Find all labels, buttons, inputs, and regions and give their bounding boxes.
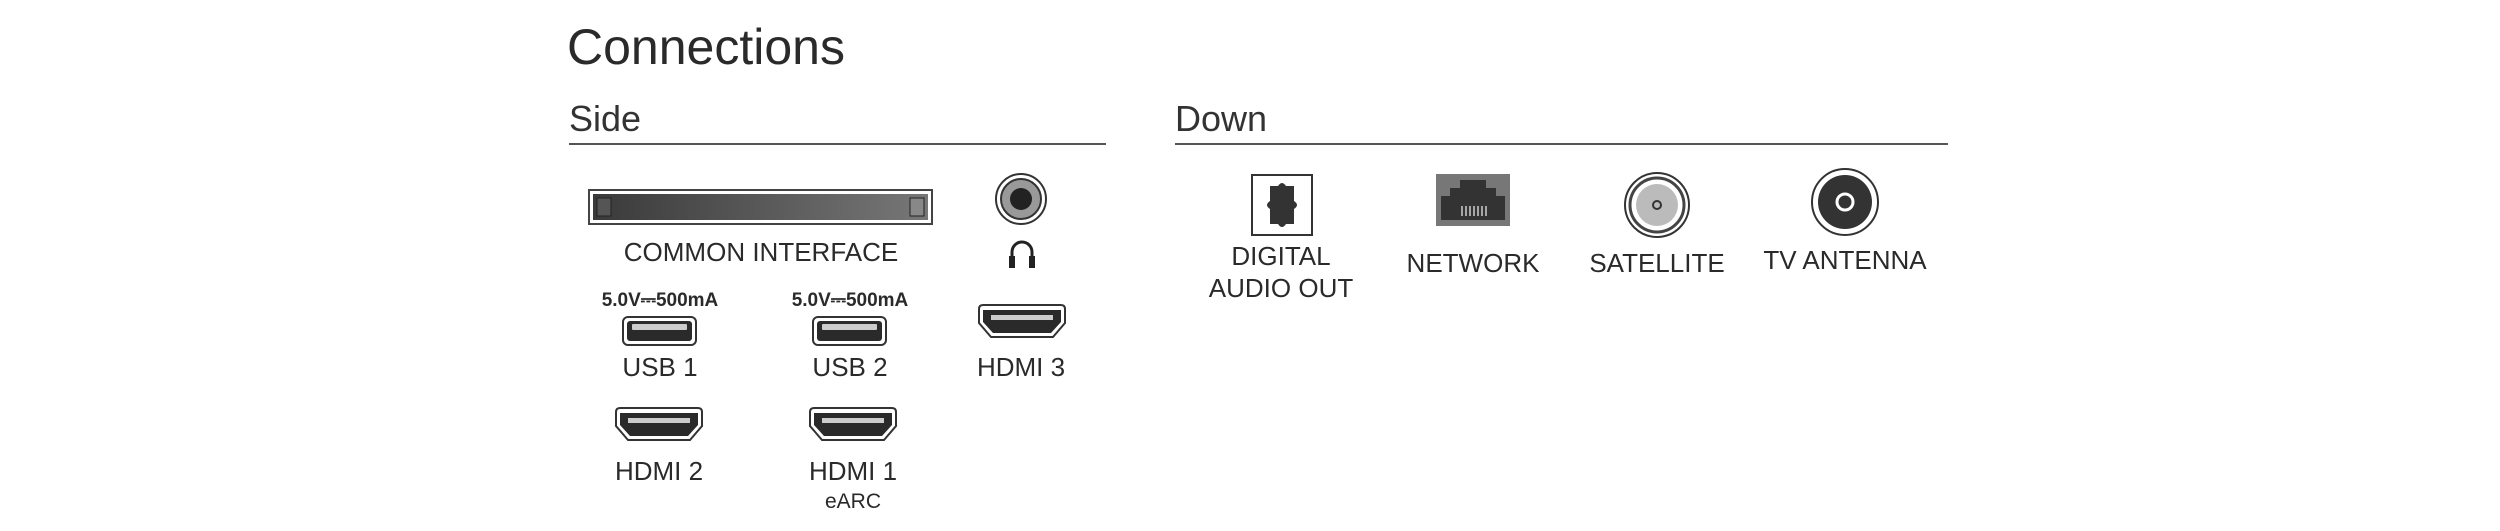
common-interface-label: COMMON INTERFACE — [623, 237, 899, 267]
digital-audio-label-line2: AUDIO OUT — [1208, 273, 1354, 303]
hdmi3-port-icon — [978, 304, 1066, 338]
tv-antenna-label: TV ANTENNA — [1763, 245, 1927, 275]
satellite-connector-icon — [1624, 172, 1690, 238]
tv-antenna-connector-icon — [1811, 168, 1879, 236]
hdmi2-label: HDMI 2 — [614, 456, 704, 486]
down-divider — [1175, 143, 1948, 145]
headphone-icon — [1009, 240, 1035, 268]
hdmi1-label: HDMI 1 — [808, 456, 898, 486]
hdmi3-label: HDMI 3 — [976, 352, 1066, 382]
page-title: Connections — [567, 19, 845, 75]
network-label: NETWORK — [1406, 248, 1540, 278]
digital-audio-out-icon — [1251, 174, 1313, 236]
usb2-rating: 5.0V⎓500mA — [791, 290, 909, 311]
down-heading: Down — [1175, 98, 1268, 139]
side-heading: Side — [569, 98, 642, 139]
hdmi2-port-icon — [615, 407, 703, 441]
usb1-rating: 5.0V⎓500mA — [601, 290, 719, 311]
common-interface-slot-icon — [588, 189, 933, 225]
hdmi1-earc-label: eARC — [824, 490, 882, 513]
hdmi1-port-icon — [809, 407, 897, 441]
side-divider — [569, 143, 1106, 145]
digital-audio-label-line1: DIGITAL — [1231, 241, 1331, 271]
headphone-jack-icon — [995, 173, 1047, 225]
usb2-label: USB 2 — [812, 352, 888, 382]
usb1-port-icon — [622, 316, 697, 346]
usb1-label: USB 1 — [622, 352, 698, 382]
network-port-icon — [1436, 174, 1510, 226]
usb2-port-icon — [812, 316, 887, 346]
satellite-label: SATELLITE — [1589, 248, 1725, 278]
